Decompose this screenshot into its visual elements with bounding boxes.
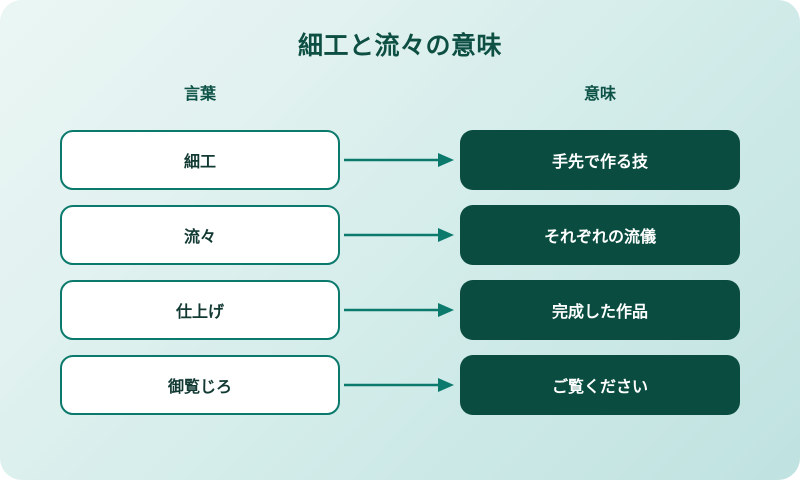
diagram-row: 御覧じろ ご覧ください — [0, 355, 800, 415]
term-box[interactable]: 流々 — [60, 205, 340, 265]
meaning-box[interactable]: 手先で作る技 — [460, 130, 740, 190]
arrow-right-icon — [344, 148, 456, 172]
arrow-right-icon — [344, 373, 456, 397]
diagram-row: 流々 それぞれの流儀 — [0, 205, 800, 265]
arrow-right-icon — [344, 298, 456, 322]
diagram-row: 仕上げ 完成した作品 — [0, 280, 800, 340]
meaning-box[interactable]: ご覧ください — [460, 355, 740, 415]
column-header-words: 言葉 — [183, 86, 216, 103]
diagram-rows: 細工 手先で作る技 流々 それぞれの流儀 仕上げ — [0, 130, 800, 430]
term-box[interactable]: 細工 — [60, 130, 340, 190]
arrow-right-icon — [344, 223, 456, 247]
term-box[interactable]: 御覧じろ — [60, 355, 340, 415]
column-header-meanings: 意味 — [583, 86, 616, 103]
page-title: 細工と流々の意味 — [297, 32, 502, 60]
term-box[interactable]: 仕上げ — [60, 280, 340, 340]
meaning-box[interactable]: 完成した作品 — [460, 280, 740, 340]
meaning-box[interactable]: それぞれの流儀 — [460, 205, 740, 265]
diagram-row: 細工 手先で作る技 — [0, 130, 800, 190]
